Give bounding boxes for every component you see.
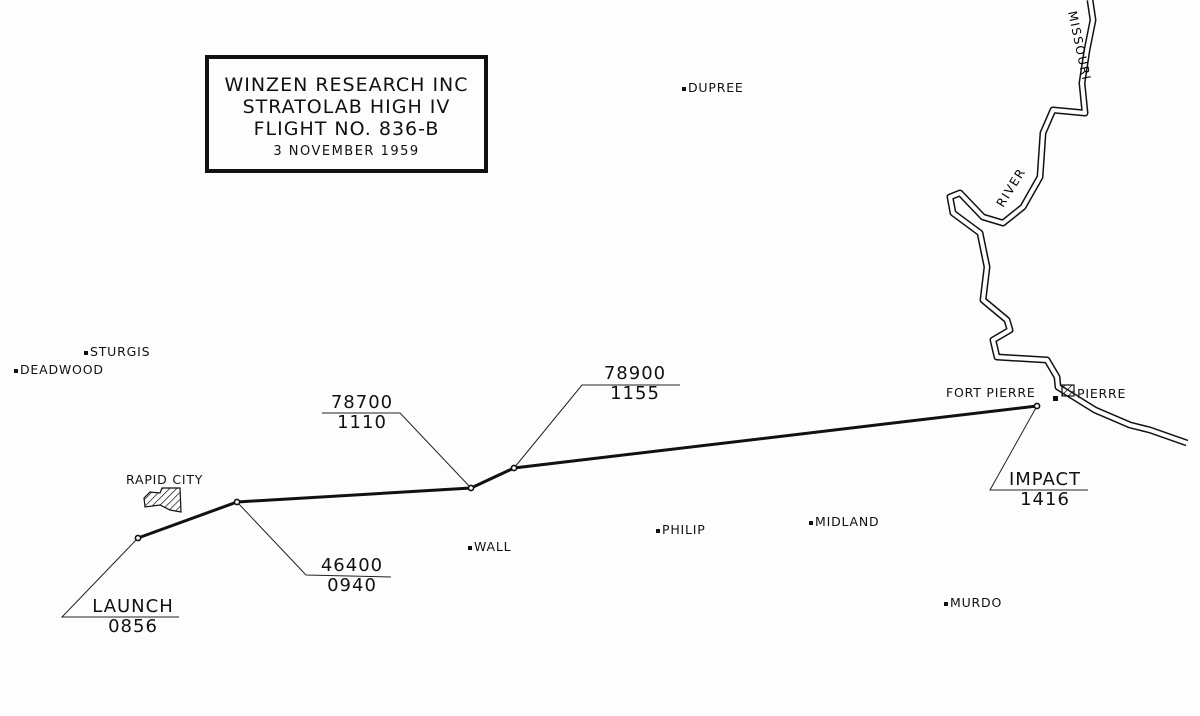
town-dupree: DUPREE xyxy=(682,80,744,95)
town-dot-icon xyxy=(682,86,686,91)
track-label-78900: 78900 1155 xyxy=(603,363,667,404)
town-philip: PHILIP xyxy=(656,522,706,537)
track-label-launch: LAUNCH 0856 xyxy=(92,596,174,637)
rapid-city-area xyxy=(143,487,182,513)
title-line-3: FLIGHT NO. 836-B xyxy=(253,118,440,140)
track-label-78700: 78700 1110 xyxy=(330,392,394,433)
town-dot-icon xyxy=(84,350,88,355)
town-pierre: PIERRE xyxy=(1077,386,1127,401)
town-dot-icon xyxy=(14,368,18,373)
town-dot-icon xyxy=(944,601,948,606)
town-dot-icon xyxy=(656,528,660,533)
pierre-area xyxy=(1061,384,1075,397)
track-point-markers xyxy=(134,402,1041,542)
town-dot-icon xyxy=(468,545,472,550)
flight-track xyxy=(137,404,1038,540)
title-line-2: STRATOLAB HIGH IV xyxy=(242,96,451,118)
fort-pierre-marker xyxy=(1053,396,1058,401)
title-line-1: WINZEN RESEARCH INC xyxy=(224,74,469,96)
town-murdo: MURDO xyxy=(944,595,1002,610)
track-label-impact: IMPACT 1416 xyxy=(1008,469,1082,510)
town-midland: MIDLAND xyxy=(809,514,879,529)
title-block: WINZEN RESEARCH INC STRATOLAB HIGH IV FL… xyxy=(205,55,488,173)
town-wall: WALL xyxy=(468,539,511,554)
track-label-46400: 46400 0940 xyxy=(320,555,384,596)
town-sturgis: STURGIS xyxy=(84,344,150,359)
town-dot-icon xyxy=(809,520,813,525)
title-date: 3 NOVEMBER 1959 xyxy=(273,144,420,159)
town-fort-pierre: FORT PIERRE xyxy=(946,385,1036,400)
town-rapid-city: RAPID CITY xyxy=(126,472,204,487)
leader-lines xyxy=(60,384,1088,618)
town-deadwood: DEADWOOD xyxy=(14,362,104,377)
missouri-river: MISSOURI RIVER xyxy=(946,0,1189,447)
